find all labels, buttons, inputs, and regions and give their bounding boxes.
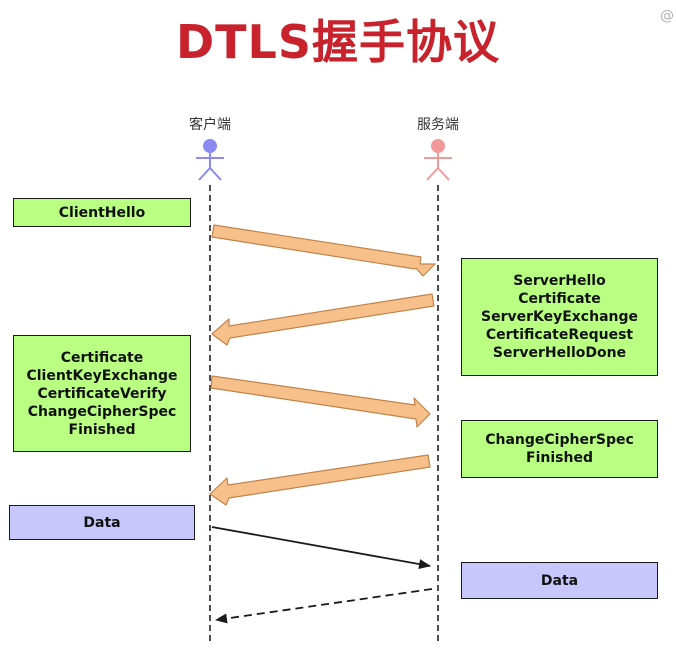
message-line: Data [540, 572, 579, 589]
message-line: CertificateRequest [485, 327, 634, 343]
arrow-server-finish [209, 454, 431, 506]
arrow-client-finish [210, 375, 431, 428]
client-finish-box: Certificate ClientKeyExchange Certificat… [13, 335, 191, 452]
watermark: @ [660, 8, 674, 24]
server-actor-icon [424, 139, 452, 181]
message-line: ClientKeyExchange [26, 367, 178, 384]
server-data-box: Data [461, 562, 658, 599]
arrow-server-hello [211, 293, 435, 346]
server-actor-label: 服务端 [417, 117, 459, 133]
message-line: ChangeCipherSpec [485, 432, 634, 448]
message-line: ServerKeyExchange [480, 309, 639, 325]
server-hello-box: ServerHello Certificate ServerKeyExchang… [461, 258, 658, 376]
message-line: ServerHello [513, 273, 606, 289]
message-line: ServerHelloDone [492, 345, 627, 361]
arrow-server-data [215, 588, 433, 624]
message-line: Data [83, 514, 121, 531]
message-line: Certificate [60, 349, 144, 366]
page-title: DTLS握手协议 [175, 15, 500, 69]
message-line: ClientHello [58, 204, 146, 221]
server-finish-box: ChangeCipherSpec Finished [461, 420, 658, 478]
message-line: Certificate [518, 291, 601, 307]
client-hello-box: ClientHello [13, 198, 191, 227]
arrow-client-hello [211, 224, 436, 277]
client-data-box: Data [9, 505, 195, 540]
message-line: Finished [68, 421, 136, 438]
arrow-client-data [211, 526, 431, 569]
message-line: ChangeCipherSpec [27, 403, 177, 420]
message-line: CertificateVerify [37, 385, 167, 402]
client-actor-icon [196, 139, 224, 181]
client-actor-label: 客户端 [189, 117, 231, 133]
message-line: Finished [526, 450, 593, 466]
